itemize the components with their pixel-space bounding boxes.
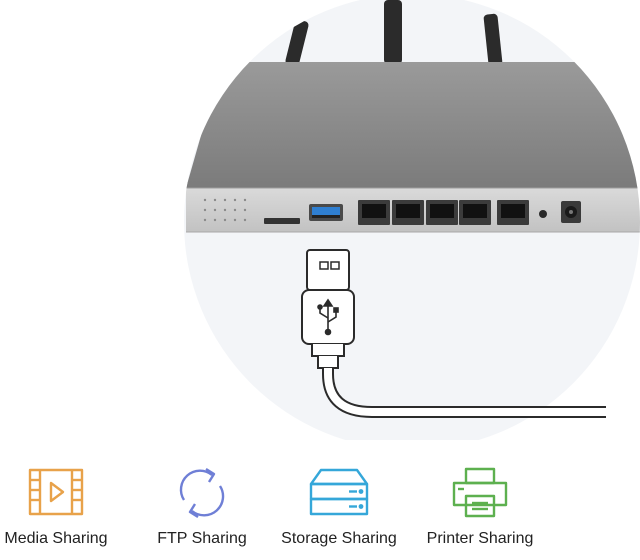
feature-storage-sharing: Storage Sharing (279, 466, 399, 548)
wan-port (497, 200, 529, 225)
feature-row: Media Sharing FTP Sharing Storage Sharin… (0, 466, 640, 560)
feature-label: Storage Sharing (281, 530, 397, 547)
lan-ports (358, 200, 491, 225)
feature-label: FTP Sharing (157, 530, 247, 547)
router-top-surface (186, 62, 640, 188)
printer-icon (452, 467, 508, 518)
sync-arrows-icon (179, 467, 225, 519)
feature-label: Media Sharing (4, 530, 108, 547)
status-leds (203, 198, 247, 222)
feature-label: Printer Sharing (426, 530, 534, 547)
feature-ftp-sharing: FTP Sharing (142, 466, 262, 548)
feature-printer-sharing: Printer Sharing (420, 466, 540, 548)
server-stack-icon (309, 468, 369, 516)
sd-card-slot (264, 218, 300, 224)
power-jack (561, 201, 581, 223)
usb-port (309, 204, 343, 221)
router-usb-illustration (184, 0, 640, 440)
feature-media-sharing: Media Sharing (0, 466, 116, 548)
usb-symbol-icon (317, 298, 339, 336)
video-file-icon (28, 468, 84, 516)
reset-button (539, 210, 547, 218)
antennas (285, 0, 503, 67)
